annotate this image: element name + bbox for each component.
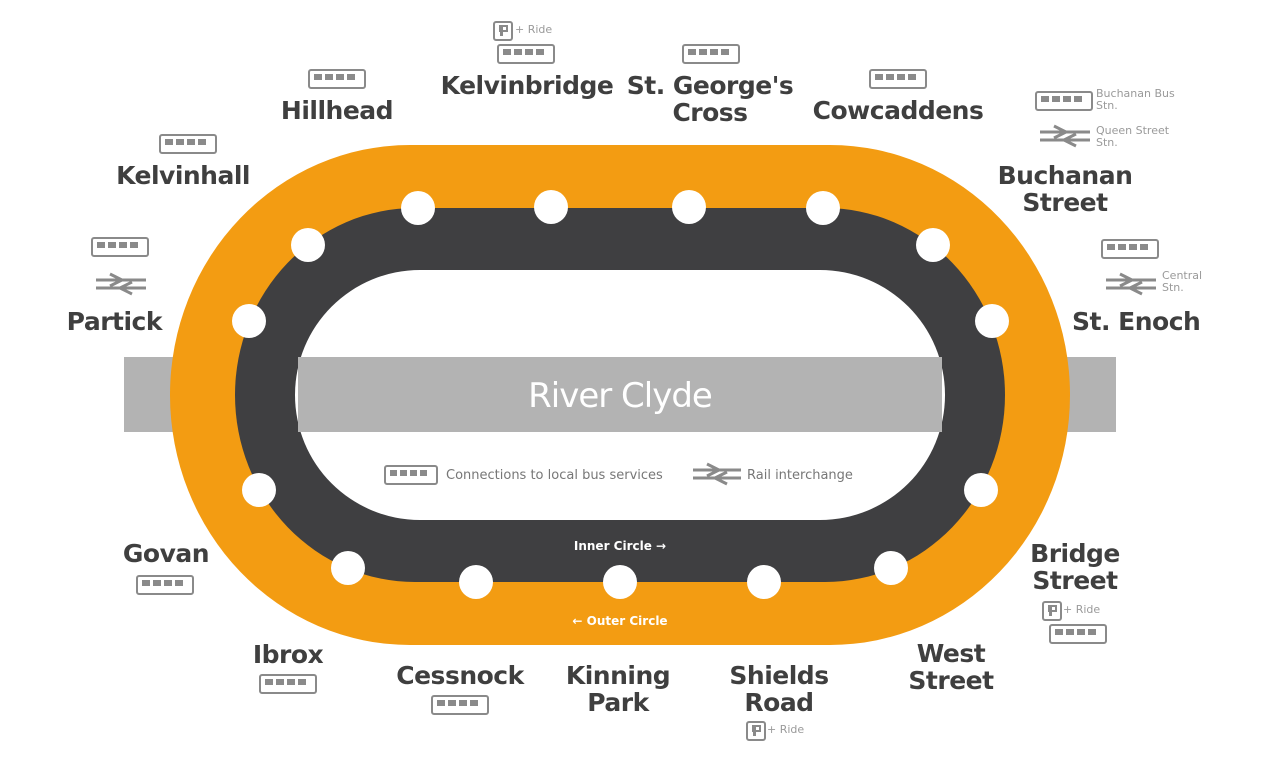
station-hillhead[interactable]: Hillhead (280, 96, 394, 125)
buchanan-rail-note: Queen Street Stn. (1096, 124, 1170, 149)
station-name-line2: Road (744, 688, 814, 717)
station-name: Hillhead (280, 96, 394, 125)
station-shields-road[interactable]: Shields Road (729, 661, 829, 717)
legend-rail-label: Rail interchange (747, 468, 853, 483)
st-enoch-rail-note: Central Stn. (1162, 269, 1203, 294)
station-dot-shields-road[interactable] (747, 565, 781, 599)
legend-bus-icon (384, 465, 438, 485)
station-dot-st-enoch[interactable] (975, 304, 1009, 338)
station-name: St. Enoch (1072, 307, 1201, 336)
bridge-street-park-ride-label: + Ride (1063, 603, 1101, 616)
station-st-enoch[interactable]: St. Enoch (1072, 307, 1201, 336)
station-name: Kelvinbridge (440, 71, 614, 100)
station-dot-buchanan-street[interactable] (916, 228, 950, 262)
station-name-line1: Kinning (565, 661, 671, 690)
kelvinbridge-bus-icon (497, 44, 555, 64)
partick-rail-icon (96, 272, 146, 296)
station-dot-hillhead[interactable] (401, 191, 435, 225)
station-name: Ibrox (252, 640, 324, 669)
station-dot-cessnock[interactable] (459, 565, 493, 599)
buchanan-street-bus-icon (1035, 91, 1093, 111)
station-name: Kelvinhall (116, 161, 250, 190)
station-kinning-park[interactable]: Kinning Park (565, 661, 671, 717)
station-name-line1: Buchanan (997, 161, 1133, 190)
station-dot-govan[interactable] (242, 473, 276, 507)
station-name-line1: West (916, 639, 986, 668)
buchanan-bus-note: Buchanan Bus Stn. (1096, 87, 1175, 112)
river-label: River Clyde (528, 376, 713, 416)
station-name: Partick (66, 307, 163, 336)
outer-circle-label: ← Outer Circle (572, 614, 668, 628)
cowcaddens-bus-icon (869, 69, 927, 89)
hillhead-bus-icon (308, 69, 366, 89)
station-name-line2: Park (587, 688, 649, 717)
station-dot-west-street[interactable] (874, 551, 908, 585)
station-name: Cessnock (396, 661, 524, 690)
station-west-street[interactable]: West Street (908, 639, 994, 695)
station-dot-partick[interactable] (232, 304, 266, 338)
bridge-street-park-ride-icon (1042, 601, 1062, 621)
st-enoch-bus-icon (1101, 239, 1159, 259)
station-icons (91, 21, 1159, 741)
station-dots (232, 190, 1009, 599)
station-dot-ibrox[interactable] (331, 551, 365, 585)
station-name: Govan (122, 539, 210, 568)
station-name-line1: Shields (729, 661, 829, 690)
station-dot-cowcaddens[interactable] (806, 191, 840, 225)
st-georges-cross-bus-icon (682, 44, 740, 64)
station-name-line1: St. George's (626, 71, 794, 100)
legend-bus-label: Connections to local bus services (446, 468, 663, 483)
shields-road-park-ride-icon (746, 721, 766, 741)
station-dot-kelvinhall[interactable] (291, 228, 325, 262)
station-cowcaddens[interactable]: Cowcaddens (813, 97, 984, 124)
station-buchanan-street[interactable]: Buchanan Street (998, 162, 1133, 216)
legend-rail-icon (693, 462, 741, 486)
govan-bus-icon (136, 575, 194, 595)
station-name: Cowcaddens (812, 96, 984, 125)
river-band-inner (298, 357, 942, 432)
station-ibrox[interactable]: Ibrox (252, 640, 324, 669)
station-dot-kinning-park[interactable] (603, 565, 637, 599)
cessnock-bus-icon (431, 695, 489, 715)
station-kelvinhall[interactable]: Kelvinhall (116, 162, 250, 189)
station-name-line2: Cross (672, 98, 748, 127)
inner-circle-label: Inner Circle → (573, 539, 667, 553)
station-dot-bridge-street[interactable] (964, 473, 998, 507)
station-name-line2: Street (908, 666, 994, 695)
bridge-street-bus-icon (1049, 624, 1107, 644)
station-govan[interactable]: Govan (122, 539, 210, 568)
ibrox-bus-icon (259, 674, 317, 694)
shields-road-park-ride-label: + Ride (767, 723, 805, 736)
station-st-georges-cross[interactable]: St. George's Cross (627, 72, 794, 126)
station-name-line1: Bridge (1030, 539, 1120, 568)
station-kelvinbridge[interactable]: Kelvinbridge (441, 72, 614, 99)
kelvinhall-bus-icon (159, 134, 217, 154)
station-bridge-street[interactable]: Bridge Street (1030, 540, 1120, 594)
partick-bus-icon (91, 237, 149, 257)
station-dot-kelvinbridge[interactable] (534, 190, 568, 224)
buchanan-street-rail-icon (1040, 124, 1090, 148)
kelvinbridge-park-ride-icon (493, 21, 513, 41)
station-name-line2: Street (1022, 188, 1108, 217)
station-partick[interactable]: Partick (66, 307, 163, 336)
station-dot-st-george-s-cross[interactable] (672, 190, 706, 224)
station-name-line2: Street (1032, 566, 1118, 595)
station-cessnock[interactable]: Cessnock (396, 661, 524, 690)
kelvinbridge-park-ride-label: + Ride (515, 23, 553, 36)
st-enoch-rail-icon (1106, 272, 1156, 296)
